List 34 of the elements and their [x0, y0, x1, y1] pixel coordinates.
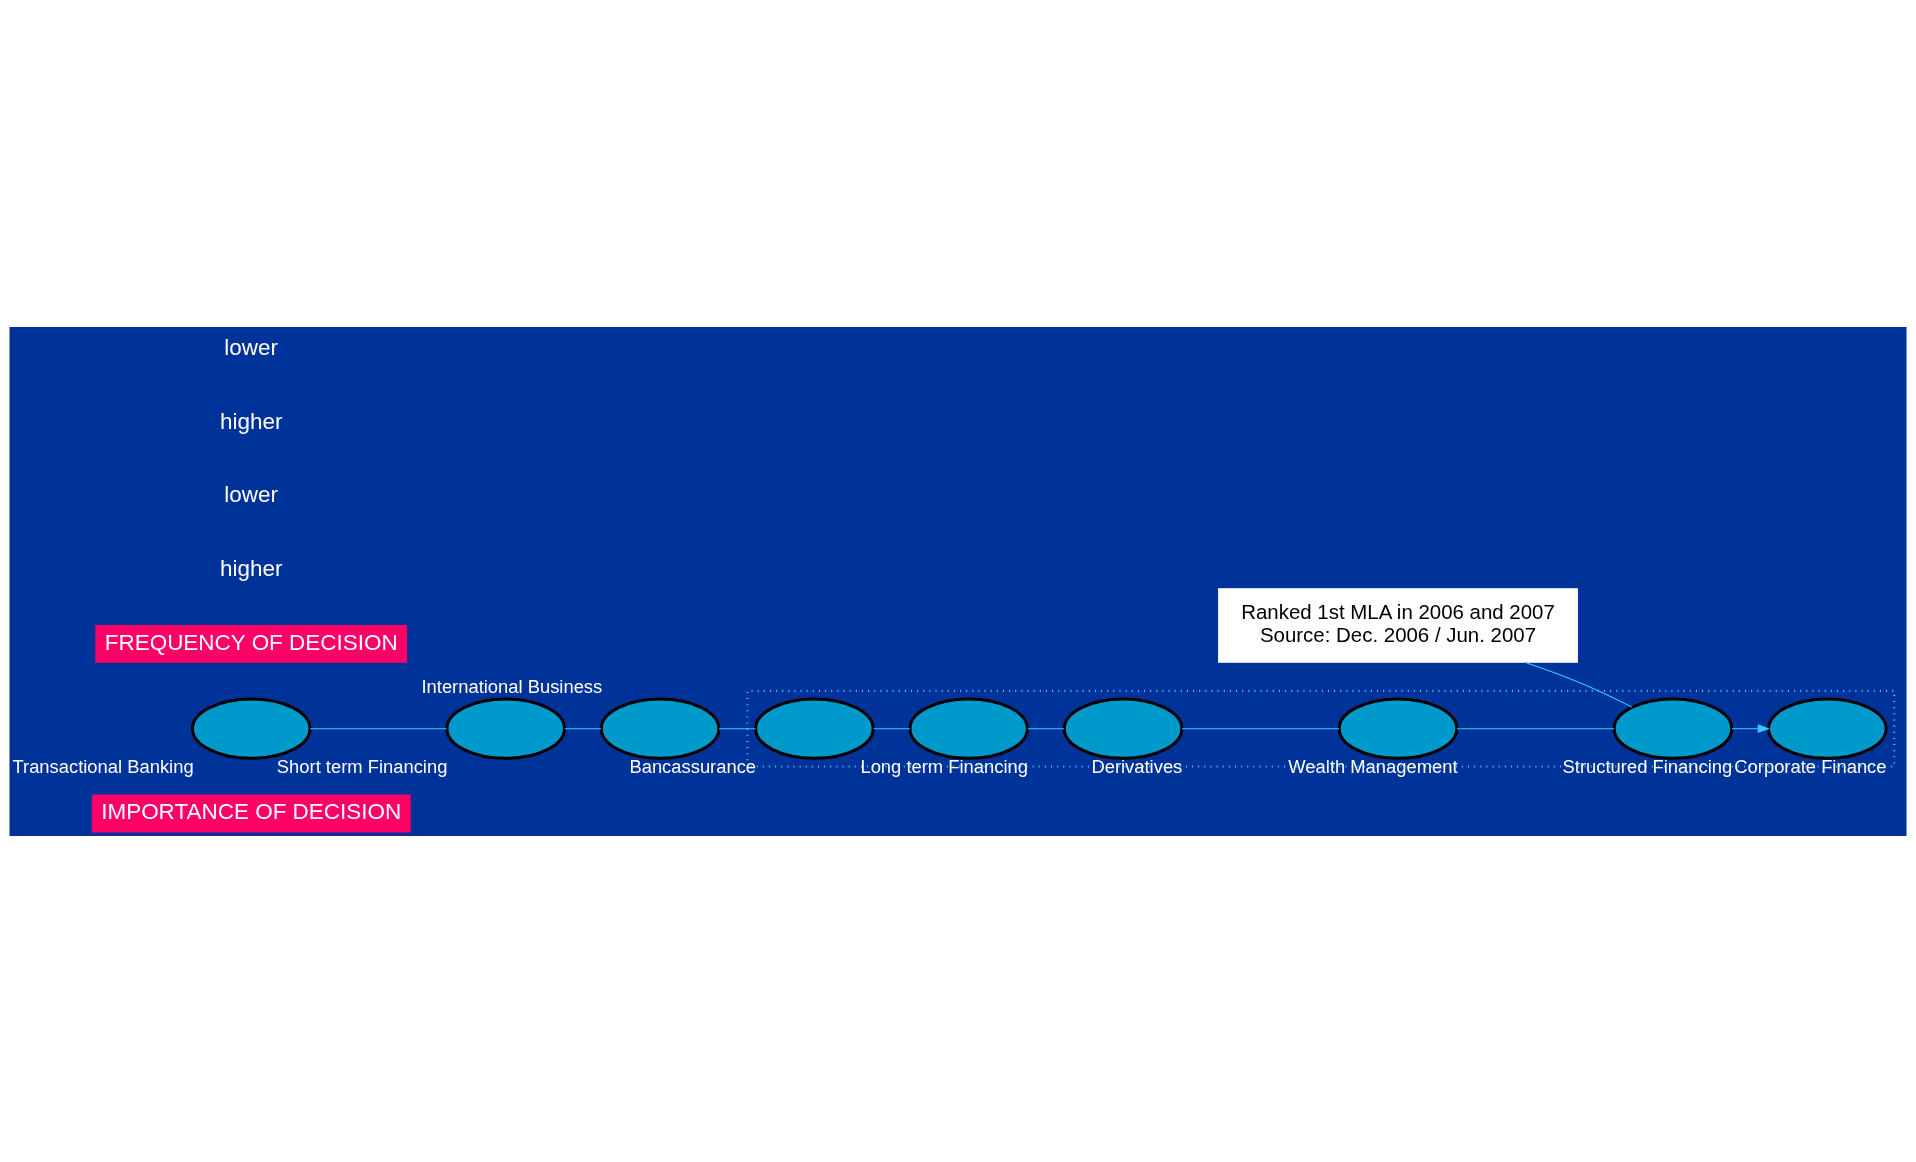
node-label: Short term Financing — [276, 755, 448, 777]
node-label: Derivatives — [1091, 755, 1183, 777]
node-ellipse — [1767, 697, 1888, 760]
connector — [1524, 661, 1633, 708]
node-ellipse — [754, 697, 875, 760]
connector — [564, 727, 602, 729]
label: higher — [219, 408, 283, 434]
node-label: Transactional Banking — [12, 755, 194, 777]
node-ellipse — [190, 697, 312, 760]
connector — [309, 727, 448, 729]
node-ellipse — [1062, 697, 1184, 760]
node-box: IMPORTANCE OF DECISION — [91, 794, 411, 832]
label: lower — [224, 334, 279, 360]
connector — [872, 727, 911, 729]
node-box: FREQUENCY OF DECISION — [95, 624, 408, 663]
node-label: Wealth Management — [1288, 755, 1458, 777]
label: lower — [224, 481, 279, 507]
node-box: Ranked 1st MLA in 2006 and 2007 Source: Dec. 2006 / Jun. 2007 — [1218, 587, 1578, 663]
node-ellipse — [599, 697, 721, 760]
node-label: Corporate Finance — [1734, 755, 1887, 777]
node-label: International Business — [421, 675, 603, 697]
node-label: Long term Financing — [860, 755, 1028, 777]
node-ellipse — [908, 697, 1030, 760]
connector — [718, 727, 757, 729]
node-ellipse — [1612, 697, 1734, 760]
connector — [1456, 727, 1615, 729]
node-label: Structured Financing — [1562, 755, 1733, 777]
arrow — [1731, 723, 1770, 733]
connector — [1027, 727, 1065, 729]
label: higher — [219, 555, 283, 581]
node-ellipse — [445, 697, 567, 760]
node-ellipse — [1337, 697, 1459, 760]
node-label: Bancassurance — [629, 755, 757, 777]
connector — [1181, 727, 1340, 729]
